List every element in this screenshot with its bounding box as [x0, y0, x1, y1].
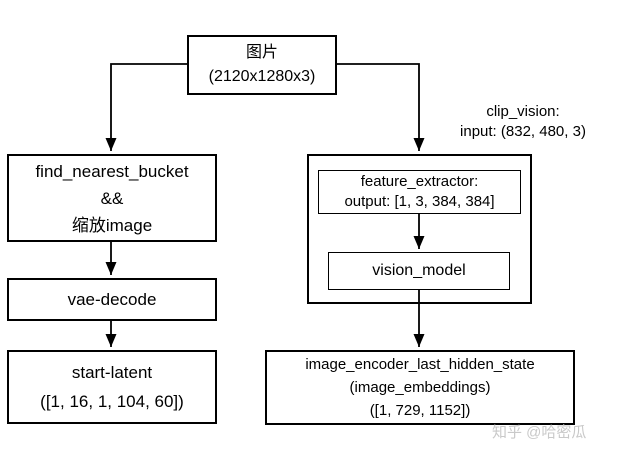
node-image-title: 图片	[245, 44, 278, 61]
node-image-shape: (2120x1280x3)	[208, 68, 316, 85]
node-start-label: start-latent	[71, 363, 153, 382]
node-start-shape: ([1, 16, 1, 104, 60])	[40, 392, 184, 411]
node-find-line1: find_nearest_bucket	[35, 161, 189, 181]
node-feature-extractor: feature_extractor: output: [1, 3, 384, 3…	[318, 170, 521, 214]
node-start-latent: start-latent ([1, 16, 1, 104, 60])	[7, 350, 217, 424]
node-vision-model: vision_model	[328, 252, 510, 290]
node-vision-model-label: vision_model	[372, 262, 466, 279]
node-find-line2: &&	[100, 188, 124, 208]
node-vae-decode: vae-decode	[7, 278, 217, 321]
node-image: 图片 (2120x1280x3)	[187, 35, 337, 95]
connector-image-to-find	[105, 63, 187, 151]
node-find-nearest-bucket: find_nearest_bucket && 缩放image	[7, 154, 217, 242]
connector-image-to-clip-container	[337, 63, 425, 151]
node-image-encoder-line2: (image_embeddings)	[349, 379, 491, 396]
node-image-encoder-line1: image_encoder_last_hidden_state	[305, 356, 535, 373]
node-find-line3: 缩放image	[71, 215, 153, 235]
node-image-encoder-line3: ([1, 729, 1152])	[369, 402, 471, 419]
node-feature-extractor-line2: output: [1, 3, 384, 384]	[344, 193, 495, 210]
clip-vision-label: clip_vision: input: (832, 480, 3)	[420, 102, 626, 142]
node-feature-extractor-line1: feature_extractor:	[360, 173, 479, 190]
clip-vision-label-line1: clip_vision:	[486, 103, 560, 120]
clip-vision-label-line2: input: (832, 480, 3)	[460, 123, 586, 140]
node-vae-label: vae-decode	[67, 289, 157, 309]
node-image-encoder: image_encoder_last_hidden_state (image_e…	[265, 350, 575, 425]
watermark: 知乎 @哈密瓜	[492, 424, 587, 441]
